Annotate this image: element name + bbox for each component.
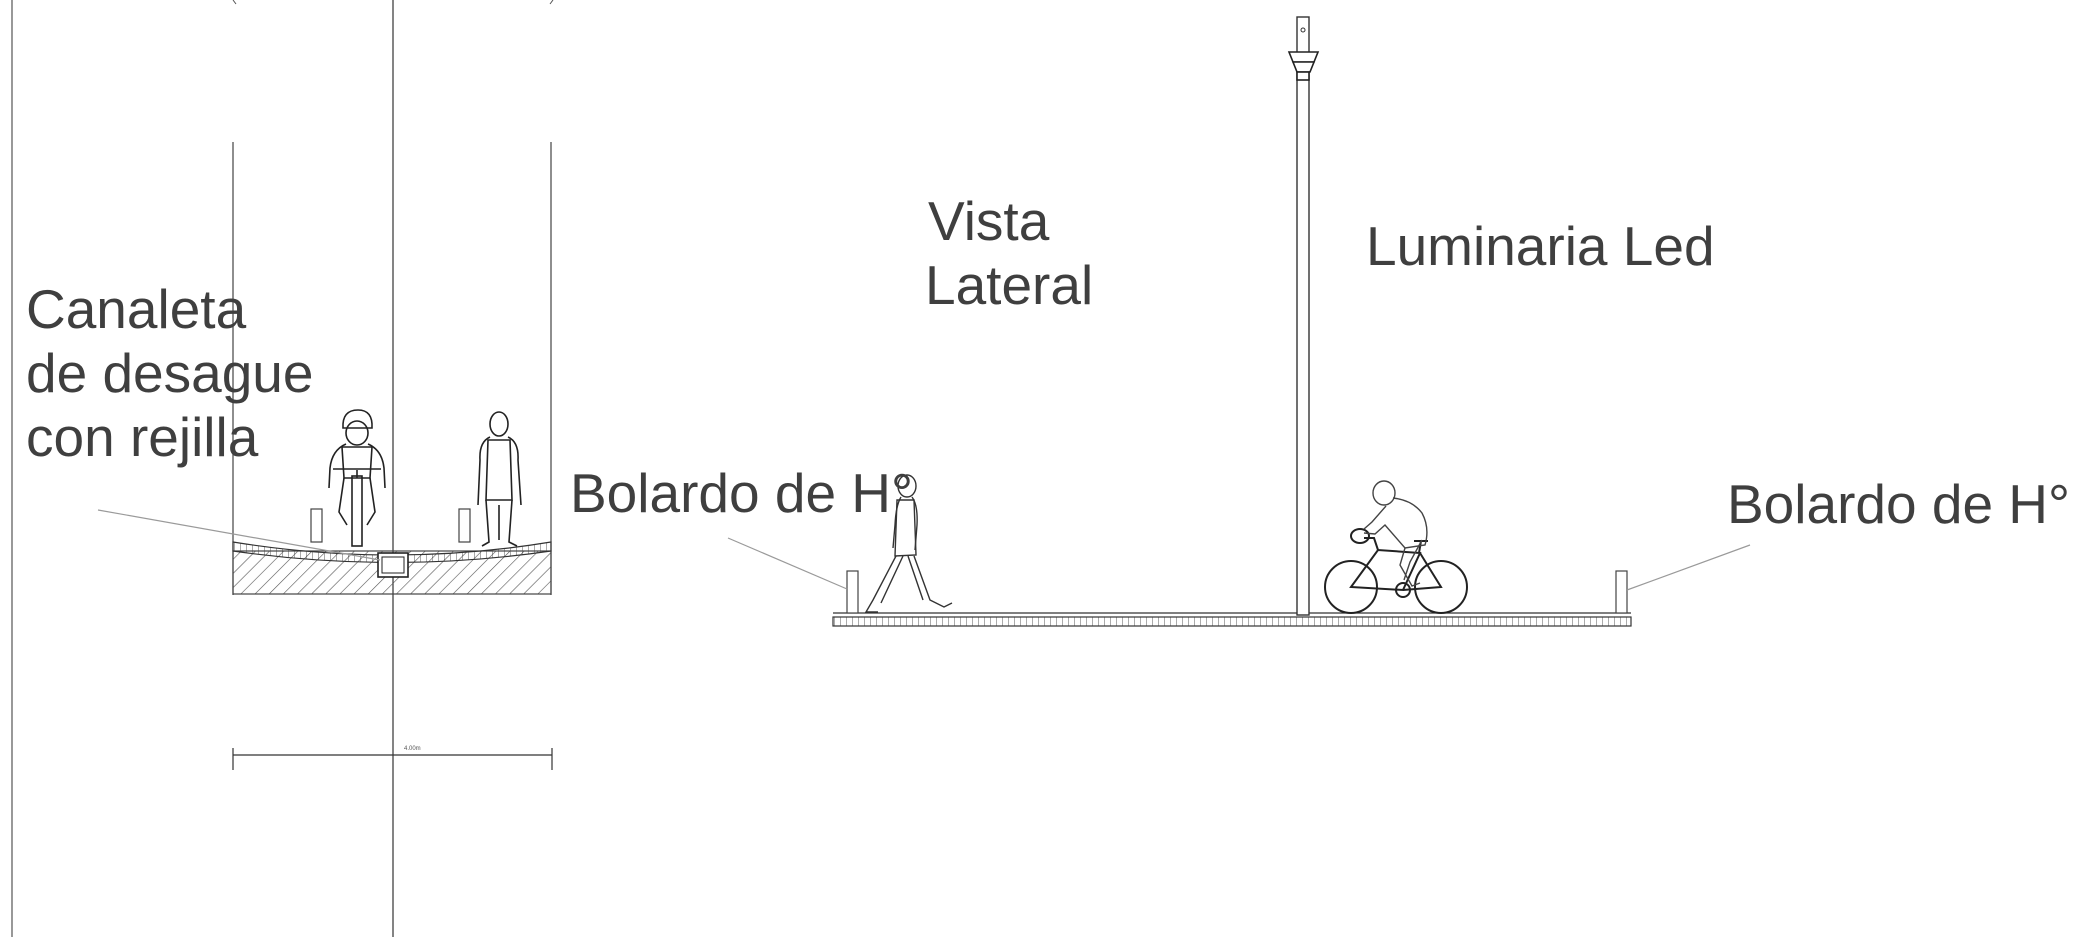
top-tick-left [232,0,237,5]
vista-label-line-2: Lateral [925,253,1094,316]
bolardo-left-label: Bolardo de H° [570,462,914,524]
section-bollard-left [310,508,323,543]
leader-bolardo-left [727,537,848,590]
lamp-post-top [1296,16,1310,56]
led-luminaire [1287,51,1320,81]
cyclist-side-figure [1324,528,1468,614]
canaleta-label-line-1: Canaleta [26,278,247,340]
canaleta-label: Canaleta de desague con rejilla [26,278,314,469]
side-view [727,16,1751,627]
lamp-post-bolt [1300,27,1306,33]
side-bollard-right [1615,570,1628,614]
side-bollard-left [846,570,859,614]
vista-lateral-label: Vista Lateral [925,190,1094,318]
walking-person-figure [864,474,953,613]
section-pavement [232,541,552,564]
cyclist-front-figure [328,409,386,547]
drainage-grate [381,556,405,574]
lamp-post [1296,54,1310,616]
top-tick-right [549,0,554,5]
section-bollard-right [458,508,471,543]
dimension-text: 4.00m [404,746,421,752]
luminaria-led-label: Luminaria Led [1366,215,1715,277]
pedestrian-front-figure [477,411,522,547]
canaleta-label-line-2: de desague [26,341,314,404]
cross-section [97,0,553,937]
leader-canaleta [97,509,381,561]
bolardo-right-label: Bolardo de H° [1727,473,2071,535]
leader-bolardo-right [1626,544,1751,591]
vista-label-line-1: Vista [928,190,1050,252]
side-ground [832,616,1632,627]
canaleta-label-line-3: con rejilla [26,405,259,468]
cyclist-rider-figure [1363,480,1428,587]
